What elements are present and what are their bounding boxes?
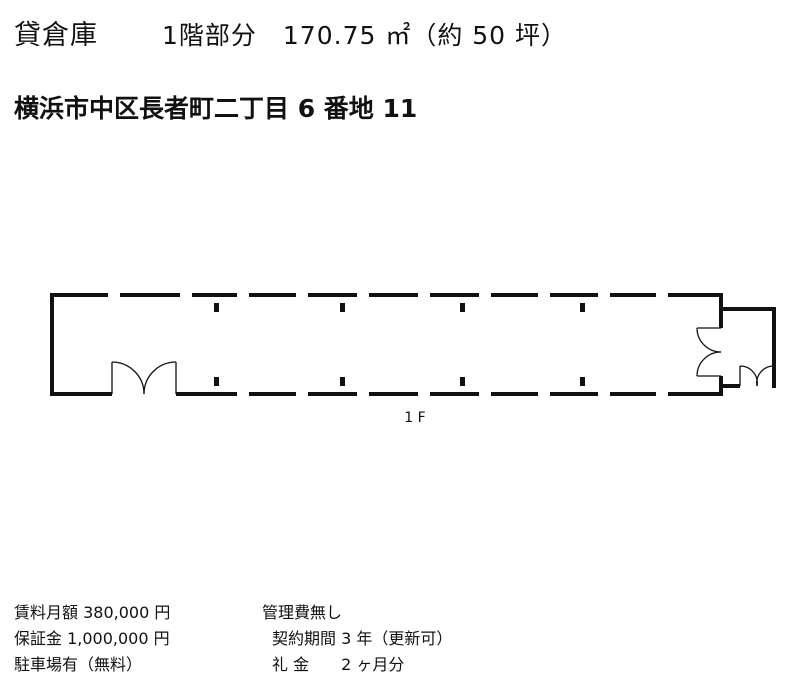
listing-title: 貸倉庫 1階部分 170.75 ㎡（約 50 坪） (14, 22, 567, 49)
deposit-label: 保証金 1,000,000 円 (14, 629, 170, 648)
annex-room (721, 307, 776, 388)
rent-label: 賃料月額 380,000 円 (14, 603, 171, 622)
floor-label: 1 F (404, 410, 425, 426)
contract-period-label: 契約期間 3 年（更新可） (272, 629, 453, 648)
management-fee-label: 管理費無し (262, 603, 343, 622)
floor-area: 1階部分 170.75 ㎡（約 50 坪） (162, 21, 568, 50)
property-type: 貸倉庫 (14, 20, 98, 51)
parking-label: 駐車場有（無料） (14, 655, 143, 674)
column-markers (214, 303, 585, 386)
side-door (696, 327, 722, 377)
annex-door (739, 365, 775, 387)
main-entrance-door (111, 361, 177, 395)
property-address: 横浜市中区長者町二丁目 6 番地 11 (14, 94, 418, 123)
key-money-label: 礼 金 2 ヶ月分 (272, 655, 405, 674)
